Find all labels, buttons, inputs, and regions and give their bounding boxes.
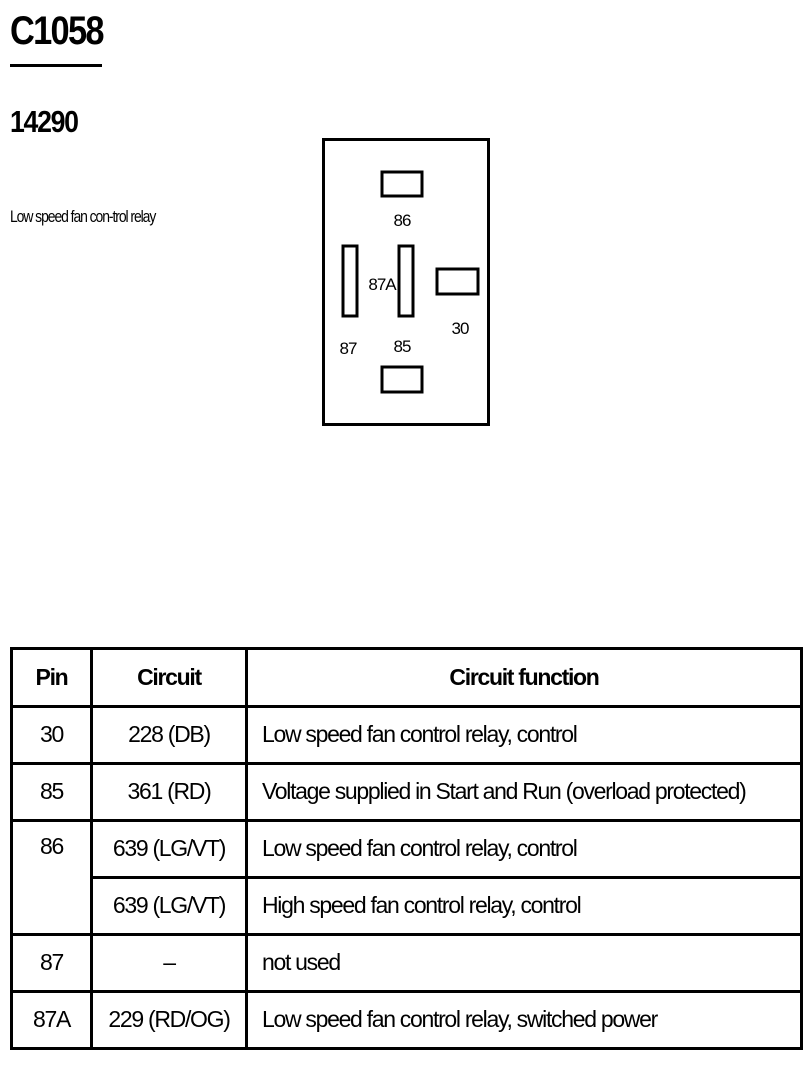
cell-circuit-function: Low speed fan control relay, control (245, 705, 803, 765)
terminal-85-slot (397, 244, 415, 318)
cell-pin: 87A (10, 990, 93, 1050)
cell-pin: 30 (10, 705, 93, 765)
cell-circuit-function: High speed fan control relay, control (245, 876, 803, 936)
header-circuit: Circuit (90, 647, 248, 708)
terminal-30-slot (435, 267, 480, 296)
pin-label-86: 86 (394, 211, 411, 230)
cell-pin: 85 (10, 762, 93, 822)
cell-circuit-function: Low speed fan control relay, switched po… (245, 990, 803, 1050)
cell-circuit: 361 (RD) (90, 762, 248, 822)
table-row: 639 (LG/VT) High speed fan control relay… (12, 876, 803, 936)
relay-connector-face: 86 87 87A 85 30 (322, 138, 490, 426)
table-row: 30 228 (DB) Low speed fan control relay,… (10, 705, 803, 765)
cell-circuit-function: not used (245, 933, 803, 993)
pin-circuit-table: Pin Circuit Circuit function 30 228 (DB)… (10, 647, 803, 1050)
pin-label-30: 30 (452, 319, 469, 338)
header-circuit-function: Circuit function (245, 647, 803, 708)
cell-circuit: 228 (DB) (90, 705, 248, 765)
terminal-86-slot (380, 170, 424, 198)
table-row: 87A 229 (RD/OG) Low speed fan control re… (10, 990, 803, 1050)
pin-label-87: 87 (340, 339, 357, 358)
part-number: 14290 (10, 104, 79, 139)
table-row: 86 639 (LG/VT) Low speed fan control rel… (10, 819, 803, 936)
cell-circuit-function: Low speed fan control relay, control (245, 819, 803, 879)
table-row: 87 – not used (10, 933, 803, 993)
cell-circuit: 229 (RD/OG) (90, 990, 248, 1050)
cell-pin: 86 (10, 819, 93, 936)
cell-circuit: 639 (LG/VT) (90, 876, 248, 936)
terminal-87-slot (341, 244, 359, 318)
table-header-row: Pin Circuit Circuit function (10, 647, 803, 708)
header-pin: Pin (10, 647, 93, 708)
terminal-bottom-slot (380, 365, 424, 394)
pin-label-85: 85 (394, 337, 411, 356)
connector-description: Low speed fan con-trol relay (10, 207, 156, 226)
cell-circuit-function: Voltage supplied in Start and Run (overl… (245, 762, 803, 822)
cell-pin: 87 (10, 933, 93, 993)
cell-circuit: – (90, 933, 248, 993)
connector-id: C1058 (10, 9, 104, 53)
connector-id-underline (10, 64, 102, 67)
pin-label-87a: 87A (368, 275, 397, 294)
cell-circuit: 639 (LG/VT) (90, 819, 248, 879)
table-row: 85 361 (RD) Voltage supplied in Start an… (10, 762, 803, 822)
